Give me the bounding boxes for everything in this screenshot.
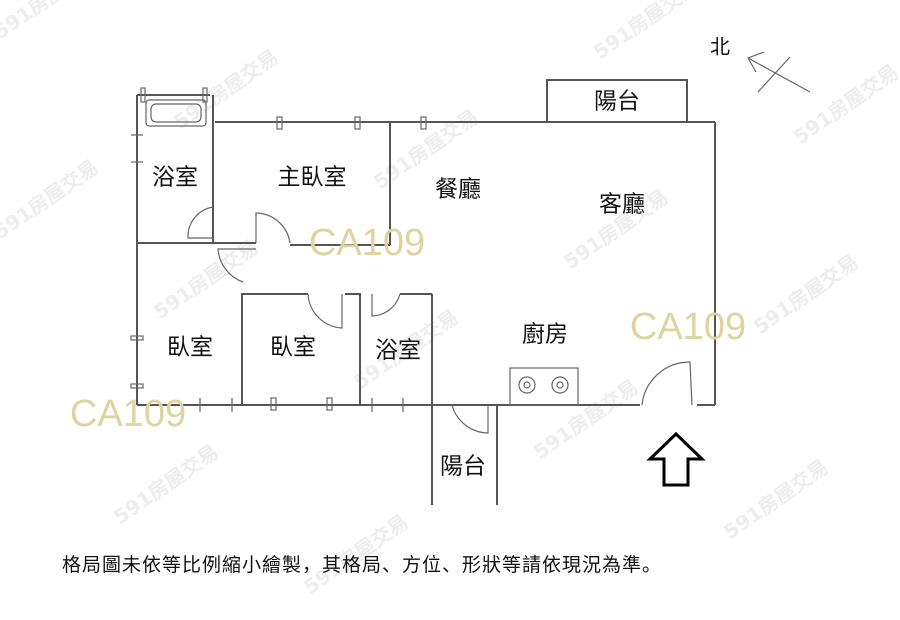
room-label-living: 客廳 <box>599 192 645 218</box>
svg-text:591房屋交易: 591房屋交易 <box>589 0 702 64</box>
room-label-bath2: 浴室 <box>375 338 421 364</box>
svg-text:591房屋交易: 591房屋交易 <box>149 235 262 324</box>
watermarks: 591房屋交易 591房屋交易 591房屋交易 591房屋交易 591房屋交易 … <box>0 0 900 599</box>
room-label-master-bedroom: 主臥室 <box>278 165 347 191</box>
listing-code: CA109 <box>309 222 425 264</box>
north-label: 北 <box>710 35 730 59</box>
svg-text:591房屋交易: 591房屋交易 <box>109 440 222 529</box>
svg-text:591房屋交易: 591房屋交易 <box>749 250 862 339</box>
entrance-arrow-icon <box>646 431 706 487</box>
svg-text:591房屋交易: 591房屋交易 <box>789 60 900 149</box>
svg-text:591房屋交易: 591房屋交易 <box>169 45 282 134</box>
svg-text:591房屋交易: 591房屋交易 <box>719 455 832 544</box>
room-label-bedroom1: 臥室 <box>167 335 213 361</box>
stove-icon <box>509 367 579 406</box>
svg-text:591房屋交易: 591房屋交易 <box>0 155 103 244</box>
bathtub-icon <box>140 87 208 127</box>
svg-text:591房屋交易: 591房屋交易 <box>529 375 642 464</box>
listing-code: CA109 <box>630 306 746 348</box>
room-label-dining: 餐廳 <box>435 177 481 203</box>
room-label-balcony-bottom: 陽台 <box>440 454 486 480</box>
room-label-balcony-top: 陽台 <box>594 89 640 115</box>
room-label-kitchen: 廚房 <box>522 322 568 348</box>
disclaimer-caption: 格局圖未依等比例縮小繪製，其格局、方位、形狀等請依現況為準。 <box>62 554 663 576</box>
walls <box>130 79 716 505</box>
room-label-bath1: 浴室 <box>152 165 198 191</box>
listing-code: CA109 <box>70 393 186 435</box>
north-arrow-icon <box>747 51 811 93</box>
svg-text:591房屋交易: 591房屋交易 <box>0 0 103 44</box>
room-label-bedroom2: 臥室 <box>270 335 316 361</box>
doors <box>187 206 693 434</box>
